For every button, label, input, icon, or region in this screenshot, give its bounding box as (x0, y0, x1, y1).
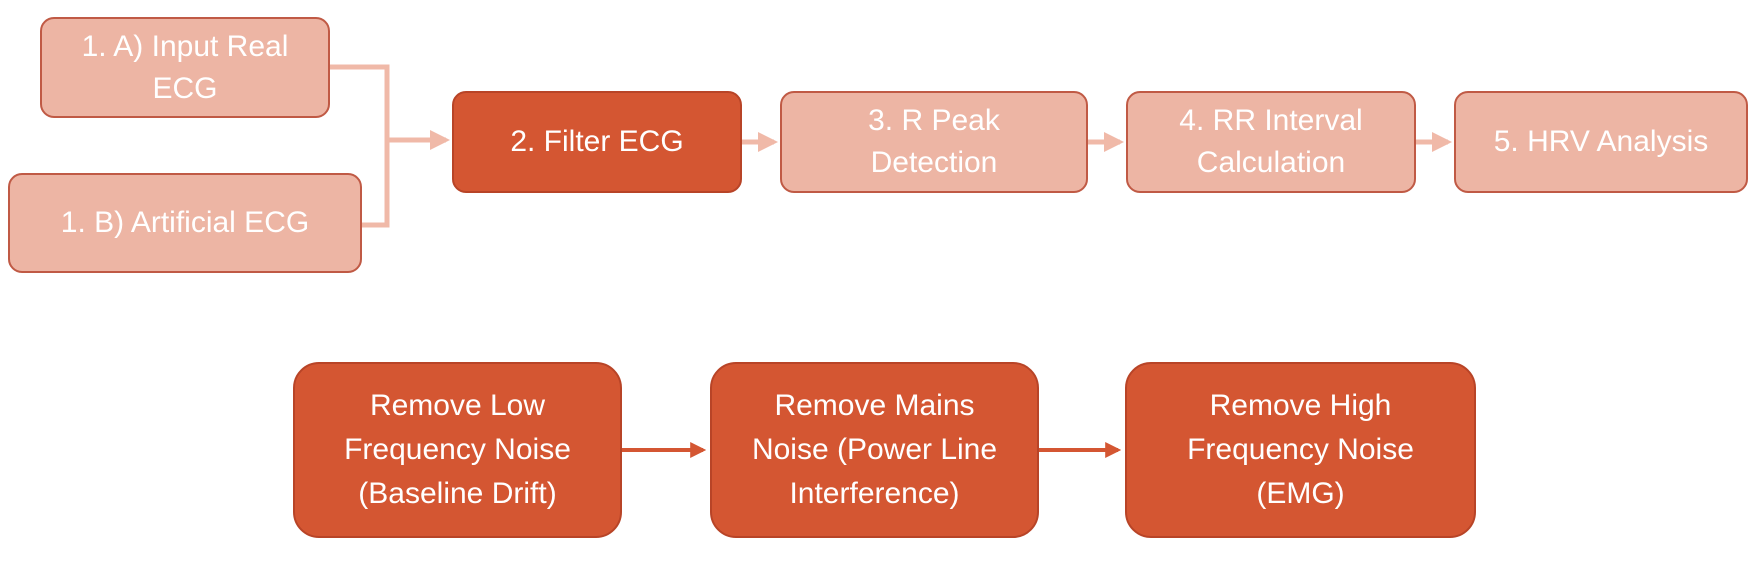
step-artificial-ecg: 1. B) Artificial ECG (8, 173, 362, 273)
connector-1a-merge (330, 64, 390, 228)
step-hrv-analysis-label: 5. HRV Analysis (1493, 125, 1709, 158)
filter-step-high-frequency-label: Remove High Frequency Noise (EMG) (1187, 389, 1414, 510)
step-input-real-ecg-label: 1. A) Input Real ECG (81, 29, 289, 105)
filter-step-high-frequency: Remove High Frequency Noise (EMG) (1125, 362, 1476, 538)
step-r-peak-detection: 3. R Peak Detection (780, 91, 1088, 193)
step-filter-ecg-label: 2. Filter ECG (510, 125, 684, 158)
filter-step-mains-noise: Remove Mains Noise (Power Line Interfere… (710, 362, 1039, 538)
filter-step-low-frequency-label: Remove Low Frequency Noise (Baseline Dri… (344, 389, 571, 510)
step-input-real-ecg: 1. A) Input Real ECG (40, 17, 330, 118)
step-hrv-analysis: 5. HRV Analysis (1454, 91, 1748, 193)
step-rr-interval-calculation-label: 4. RR Interval Calculation (1179, 104, 1363, 179)
step-filter-ecg: 2. Filter ECG (452, 91, 742, 193)
step-r-peak-detection-label: 3. R Peak Detection (868, 104, 1000, 179)
step-rr-interval-calculation: 4. RR Interval Calculation (1126, 91, 1416, 193)
filter-step-low-frequency: Remove Low Frequency Noise (Baseline Dri… (293, 362, 622, 538)
filter-step-mains-noise-label: Remove Mains Noise (Power Line Interfere… (751, 389, 998, 510)
step-artificial-ecg-label: 1. B) Artificial ECG (60, 206, 310, 239)
